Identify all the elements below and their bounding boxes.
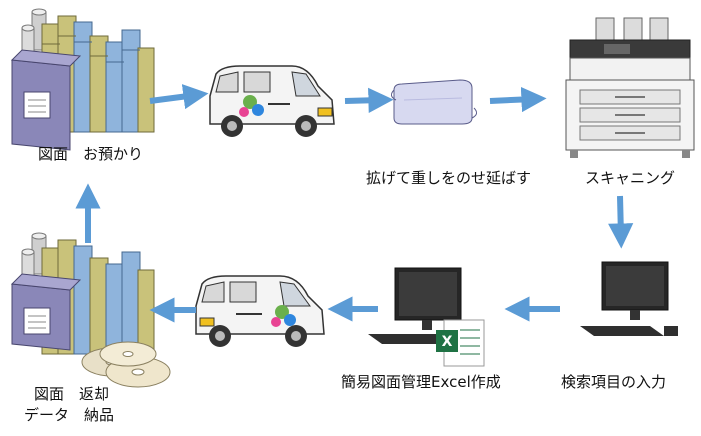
rolled-drawings-box-with-discs-icon [10,232,171,388]
step-label-return-line1: 図面 返却 [34,385,110,403]
step-label-excel-management: 簡易図面管理Excel作成 [341,373,501,391]
step-label-scanning: スキャニング [585,169,676,187]
delivery-van-icon [195,275,325,347]
arrow-van-to-unfold [344,87,394,113]
step-label-unfold: 拡げて重しをのせ延ばす [366,169,532,187]
delivery-van-icon [209,65,335,137]
svg-text:X: X [442,334,453,350]
arrow-unfold-to-scan [489,86,547,113]
arrow-scan-to-input [608,195,634,249]
step-label-drawing-receipt: 図面 お預かり [38,145,144,163]
wide-format-scanner-icon [565,17,695,158]
paper-sheet-icon [390,79,478,125]
rolled-drawings-box-icon [10,8,155,151]
arrow-receipt-to-van [149,84,209,110]
step-label-index-input: 検索項目の入力 [561,373,667,391]
step-label-return-line2: データ 納品 [24,406,115,424]
computer-terminal-icon [580,261,678,336]
computer-with-excel-icon: X [368,267,485,367]
